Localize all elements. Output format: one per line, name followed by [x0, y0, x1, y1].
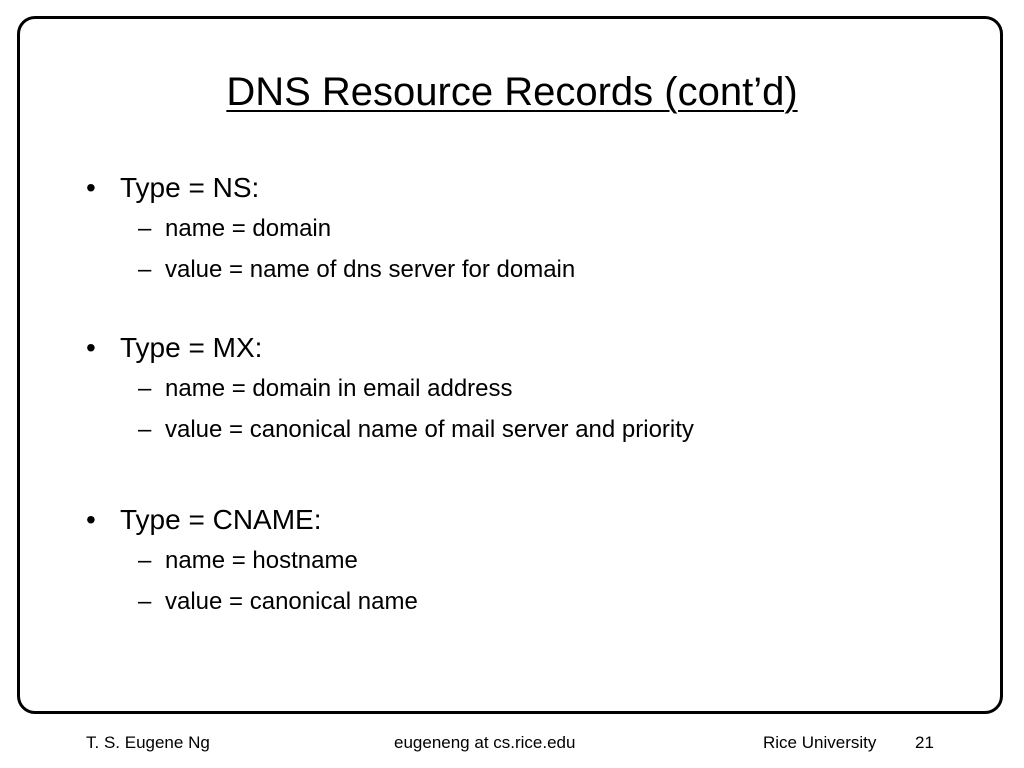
- sub-list: – name = domain – value = name of dns se…: [86, 215, 575, 284]
- sub-item-text: name = domain in email address: [165, 375, 513, 402]
- bullet-glyph: •: [86, 504, 96, 535]
- bullet-heading: Type = MX:: [120, 332, 263, 363]
- sub-item: – value = canonical name: [138, 588, 418, 616]
- slide-frame: [17, 16, 1003, 714]
- bullet-item: • Type = MX:: [86, 331, 694, 365]
- sub-item: – value = name of dns server for domain: [138, 256, 575, 284]
- bullet-heading: Type = CNAME:: [120, 504, 322, 535]
- dash-glyph: –: [138, 547, 152, 574]
- slide-title: DNS Resource Records (cont’d): [226, 70, 798, 114]
- section-ns: • Type = NS: – name = domain – value = n…: [86, 171, 575, 284]
- sub-item: – name = domain: [138, 215, 575, 243]
- dash-glyph: –: [138, 375, 152, 402]
- sub-item-text: name = hostname: [165, 547, 358, 574]
- sub-item: – value = canonical name of mail server …: [138, 416, 694, 444]
- bullet-glyph: •: [86, 332, 96, 363]
- sub-item-text: value = name of dns server for domain: [165, 256, 576, 283]
- footer-page-number: 21: [915, 733, 934, 752]
- dash-glyph: –: [138, 256, 152, 283]
- dash-glyph: –: [138, 215, 152, 242]
- sub-list: – name = domain in email address – value…: [86, 375, 694, 444]
- sub-item-text: value = canonical name: [165, 588, 418, 615]
- sub-list: – name = hostname – value = canonical na…: [86, 547, 418, 616]
- bullet-heading: Type = NS:: [120, 172, 260, 203]
- sub-item: – name = domain in email address: [138, 375, 694, 403]
- bullet-item: • Type = NS:: [86, 171, 575, 205]
- bullet-item: • Type = CNAME:: [86, 503, 418, 537]
- sub-item: – name = hostname: [138, 547, 418, 575]
- footer-author: T. S. Eugene Ng: [86, 733, 210, 752]
- sub-item-text: value = canonical name of mail server an…: [165, 416, 694, 443]
- sub-item-text: name = domain: [165, 215, 332, 242]
- bullet-glyph: •: [86, 172, 96, 203]
- footer-email: eugeneng at cs.rice.edu: [394, 733, 576, 752]
- dash-glyph: –: [138, 588, 152, 615]
- section-mx: • Type = MX: – name = domain in email ad…: [86, 331, 694, 444]
- footer-institution: Rice University: [763, 733, 877, 752]
- dash-glyph: –: [138, 416, 152, 443]
- section-cname: • Type = CNAME: – name = hostname – valu…: [86, 503, 418, 616]
